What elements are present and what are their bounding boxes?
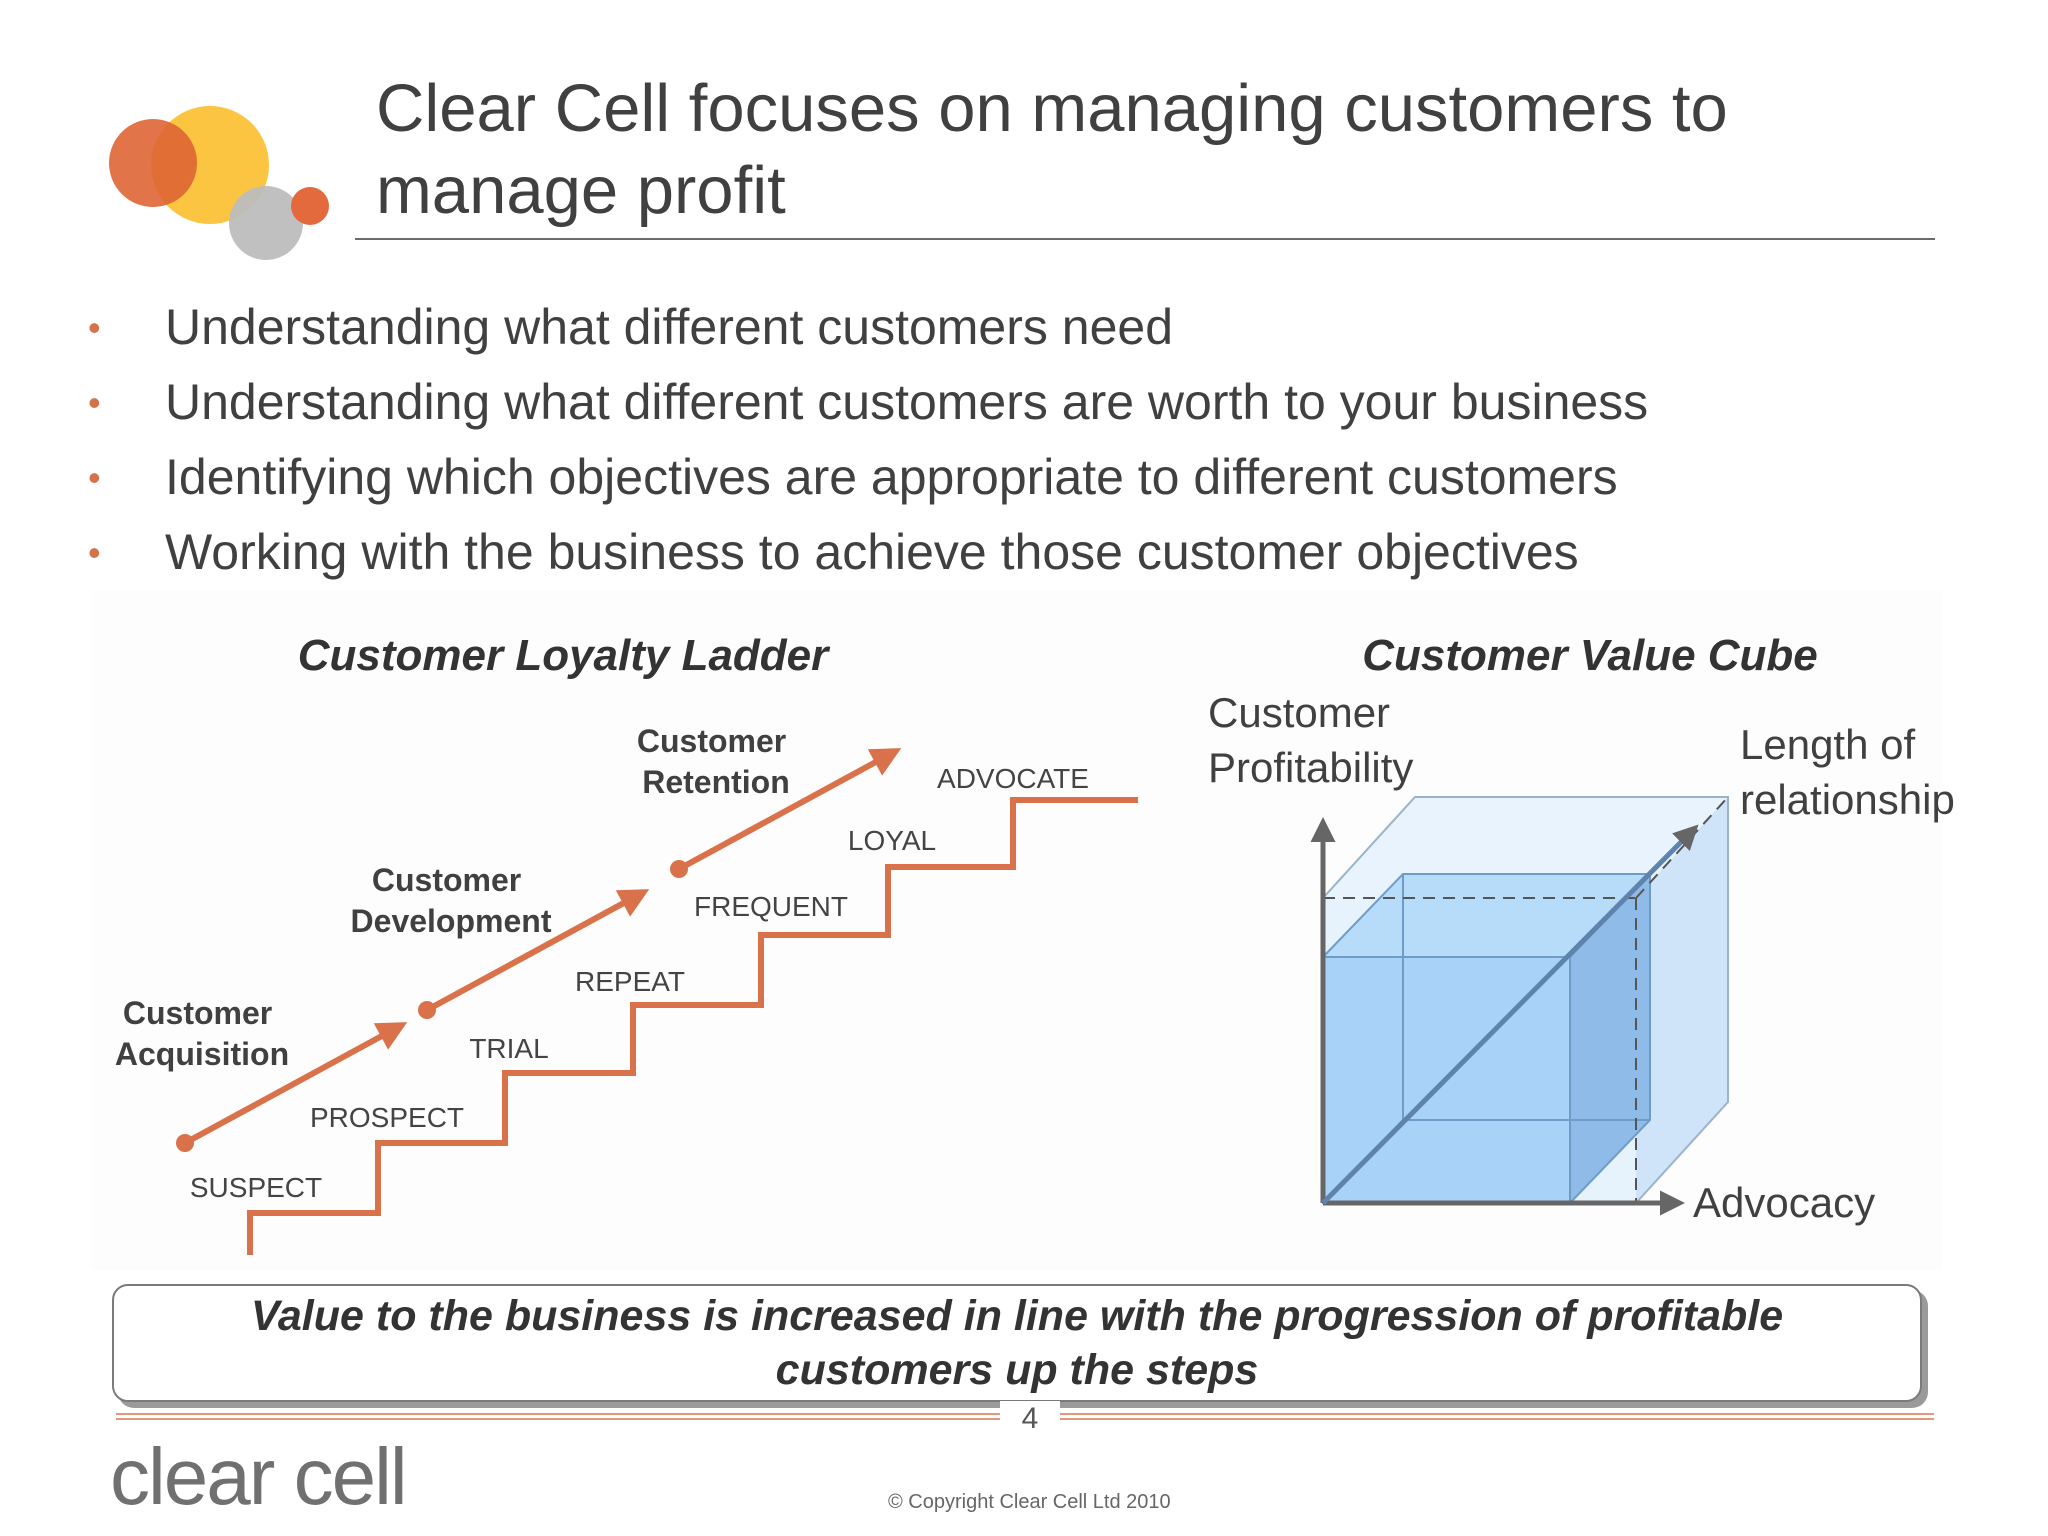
step-label-frequent: FREQUENT [694,891,848,922]
bullet-dot-icon: • [88,457,101,498]
z-axis-label-line2: relationship [1740,776,1955,823]
title-divider [355,238,1935,240]
stage-arrow-retention [670,748,902,878]
stage-arrow-development [418,889,650,1019]
summary-text: Value to the business is increased in li… [250,1292,1784,1394]
stage-label-retention: Customer Retention [637,723,795,800]
bullet-text: Understanding what different customers a… [165,374,1649,430]
step-label-advocate: ADVOCATE [937,763,1089,794]
bullet-dot-icon: • [88,307,101,348]
stage-label-development-line1: Customer [372,862,521,898]
clear-cell-logo [109,106,329,260]
stage-label-acquisition: Customer Acquisition [115,995,289,1072]
step-label-suspect: SUSPECT [190,1172,322,1203]
y-axis-label-line2: Profitability [1208,744,1413,791]
step-label-prospect: PROSPECT [310,1102,464,1133]
stage-label-retention-line2: Retention [642,764,790,800]
bullet-text: Working with the business to achieve tho… [165,524,1579,580]
page-number: 4 [1000,1401,1060,1437]
ladder-staircase [247,797,1138,1255]
slide-title: Clear Cell focuses on managing customers… [376,71,1728,228]
stage-arrow-acquisition [176,1022,408,1152]
z-axis-label: Length of relationship [1740,721,1955,823]
y-axis-label-line1: Customer [1208,689,1390,736]
copyright-notice: © Copyright Clear Cell Ltd 2010 [888,1491,1171,1513]
brand-wordmark: clear cell [110,1432,408,1521]
bullet-dot-icon: • [88,532,101,573]
relationship-axis [1321,824,1699,1205]
y-axis-label: Customer Profitability [1208,689,1413,791]
stage-label-retention-line1: Customer [637,723,786,759]
x-axis-label: Advocacy [1693,1179,1875,1226]
loyalty-ladder: Customer Loyalty Ladder SUSPECT PROSPECT… [115,631,1138,1255]
step-label-trial: TRIAL [469,1033,548,1064]
summary-callout: Value to the business is increased in li… [112,1284,1922,1402]
step-label-repeat: REPEAT [575,966,685,997]
stage-label-development-line2: Development [351,903,552,939]
stage-label-development: Customer Development [351,862,552,939]
ladder-title: Customer Loyalty Ladder [298,631,831,680]
stage-label-acquisition-line2: Acquisition [115,1036,289,1072]
step-label-loyal: LOYAL [848,825,936,856]
value-cube: Customer Value Cube [1208,631,1955,1226]
z-axis-label-line1: Length of [1740,721,1915,768]
bullet-text: Identifying which objectives are appropr… [165,449,1618,505]
cube-title: Customer Value Cube [1362,631,1818,680]
bullet-dot-icon: • [88,382,101,423]
stage-label-acquisition-line1: Customer [123,995,272,1031]
bullet-text: Understanding what different customers n… [165,299,1174,355]
